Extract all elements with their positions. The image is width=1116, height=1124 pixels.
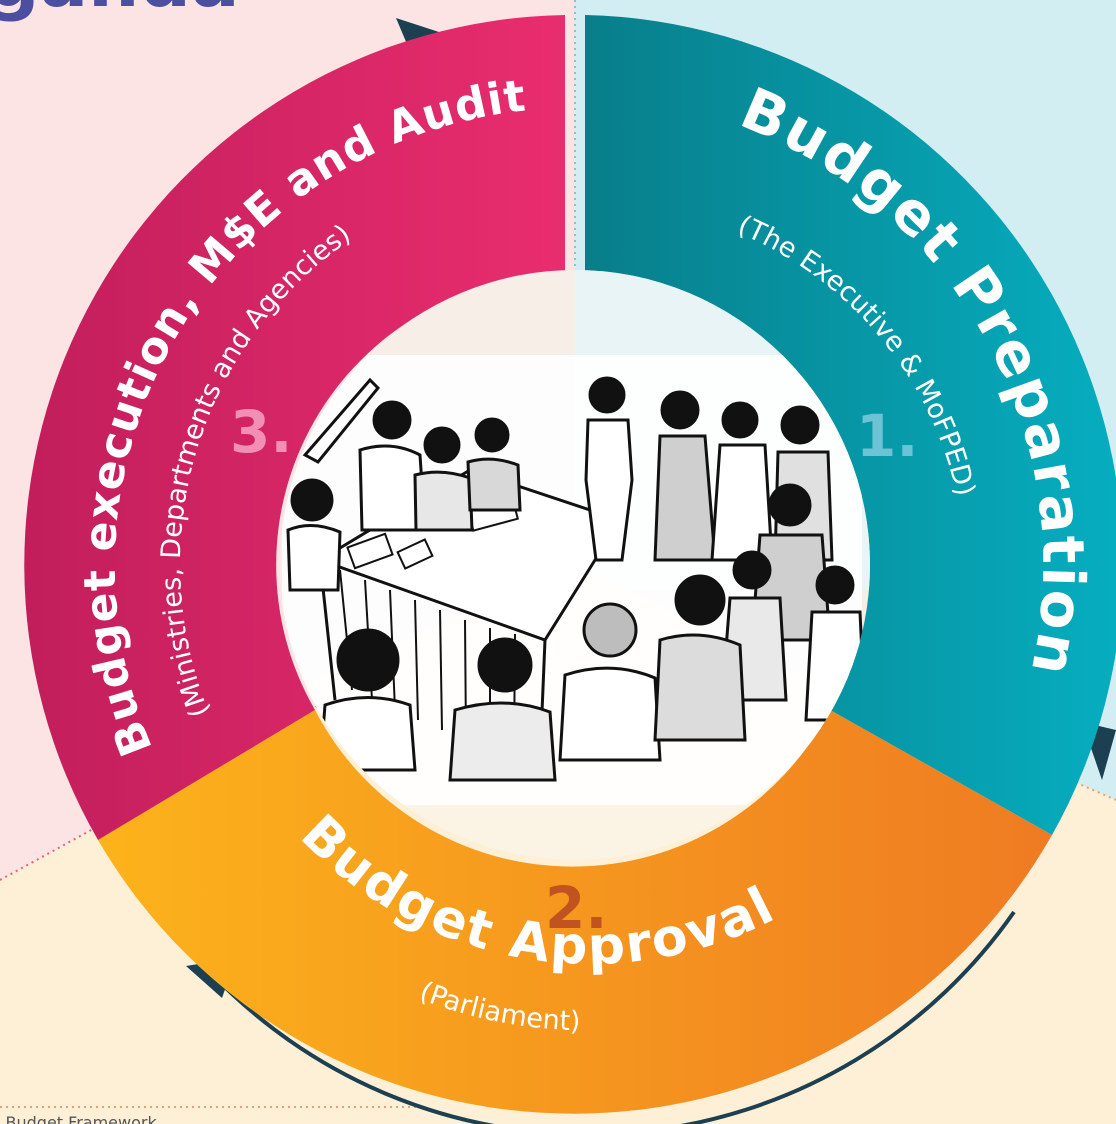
ring-segment-preparation <box>585 15 1116 835</box>
cycle-arrow-head-top <box>396 18 442 56</box>
page-title-fragment: ganda <box>0 0 240 23</box>
stage-3-number: 3. <box>230 398 292 466</box>
footer-fragment: l Budget Framework <box>0 1113 157 1124</box>
cycle-arrow-bottom <box>208 910 1016 1124</box>
ring-segment-approval <box>98 710 1052 1114</box>
stage-2-number: 2. <box>545 874 607 942</box>
community-meeting-illustration <box>280 270 870 860</box>
ring-segment-execution <box>24 15 566 840</box>
stage-1-number: 1. <box>856 402 918 470</box>
